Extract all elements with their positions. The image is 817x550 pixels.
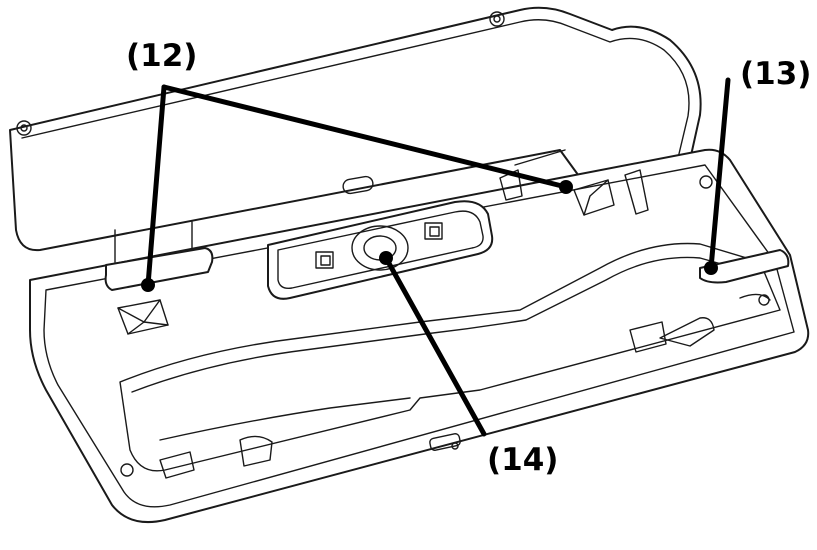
- leader-12-right: [161, 84, 569, 190]
- leader-12-left: [145, 84, 167, 288]
- leader-12-right-dot: [559, 180, 573, 194]
- center-mounting-plate: [267, 200, 494, 300]
- leader-14-dot: [379, 251, 393, 265]
- callout-label-12: (12): [126, 38, 197, 74]
- callout-label-14: (14): [487, 442, 558, 478]
- callout-label-13: (13): [740, 56, 811, 92]
- right-latch: [499, 149, 649, 216]
- front-clips: [159, 321, 667, 479]
- device-upper-shell: [9, 6, 702, 252]
- leader-lines: [141, 77, 731, 437]
- leader-13-dot: [704, 261, 718, 275]
- leader-14: [383, 255, 487, 437]
- left-latch: [104, 221, 214, 335]
- leader-13: [708, 77, 731, 271]
- right-raised-strip: [659, 249, 790, 347]
- tray-channel: [119, 242, 781, 472]
- leader-12-left-dot: [141, 278, 155, 292]
